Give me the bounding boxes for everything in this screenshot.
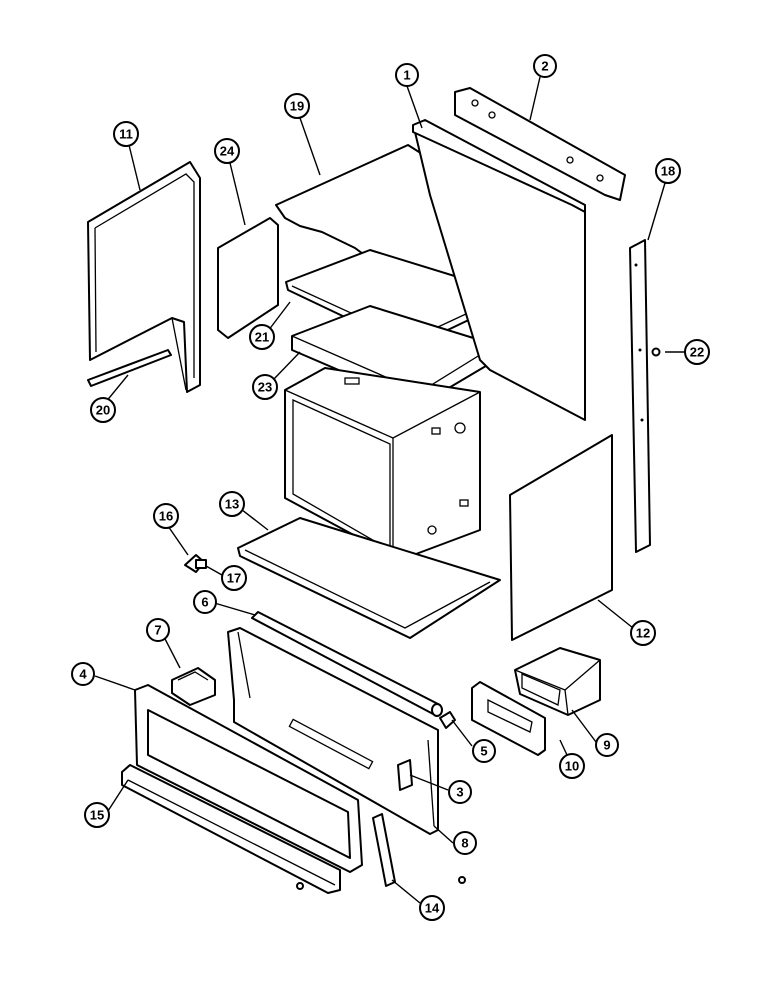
callout-11: 11 (113, 121, 139, 147)
callout-19: 19 (284, 93, 310, 119)
part-18-vertical-trim (629, 239, 651, 553)
part-3-bracket (397, 759, 413, 791)
part-5-switch (439, 711, 456, 729)
callout-4: 4 (71, 662, 95, 686)
svg-text:12: 12 (636, 626, 650, 641)
svg-text:23: 23 (258, 380, 272, 395)
svg-text:11: 11 (119, 127, 133, 142)
part-11-left-side-panel (87, 161, 201, 393)
svg-text:3: 3 (456, 785, 463, 800)
svg-text:9: 9 (603, 738, 610, 753)
svg-text:16: 16 (159, 509, 173, 524)
part-24-insulation-panel (217, 217, 279, 339)
callout-16: 16 (153, 503, 179, 529)
svg-text:7: 7 (154, 623, 161, 638)
part-7-relay (171, 667, 216, 706)
oven-cavity (284, 367, 481, 561)
callout-22: 22 (684, 339, 710, 365)
svg-text:20: 20 (96, 403, 110, 418)
callout-8: 8 (453, 831, 477, 855)
svg-text:2: 2 (541, 59, 548, 74)
part-15-bottom-trim (121, 764, 341, 894)
part-1-rear-bracket (412, 119, 586, 213)
svg-text:24: 24 (220, 144, 235, 159)
part-22-screw (651, 347, 661, 357)
loose-screws (296, 876, 466, 890)
callout-5: 5 (472, 739, 496, 763)
callout-20: 20 (90, 397, 116, 423)
callout-14: 14 (419, 895, 445, 921)
callout-17: 17 (221, 565, 247, 591)
callout-10: 10 (559, 753, 585, 779)
part-14-strip (372, 813, 396, 887)
callout-6: 6 (193, 590, 217, 614)
part-8-control-panel (227, 627, 439, 835)
callout-23: 23 (252, 374, 278, 400)
callout-15: 15 (84, 802, 110, 828)
svg-text:10: 10 (565, 759, 579, 774)
callout-13: 13 (219, 491, 245, 517)
callout-12: 12 (630, 620, 656, 646)
part-9-box (514, 647, 601, 716)
part-20-trim-strip (87, 349, 172, 387)
part-13-bottom-plate (237, 517, 501, 639)
svg-text:22: 22 (690, 345, 704, 360)
svg-text:21: 21 (255, 330, 269, 345)
svg-text:18: 18 (661, 164, 675, 179)
svg-text:1: 1 (403, 68, 410, 83)
svg-text:4: 4 (79, 667, 87, 682)
callout-7: 7 (146, 618, 170, 642)
control-panel-vents (288, 718, 374, 770)
callout-9: 9 (595, 733, 619, 757)
part-10-faceplate (471, 681, 546, 756)
part-12-right-side-panel (509, 434, 613, 641)
svg-text:6: 6 (201, 595, 208, 610)
callout-3: 3 (448, 780, 472, 804)
part-4-door-frame (134, 684, 363, 873)
svg-text:8: 8 (461, 836, 468, 851)
svg-text:15: 15 (90, 808, 104, 823)
svg-text:13: 13 (225, 497, 239, 512)
part-6-tube (251, 611, 443, 717)
svg-text:5: 5 (480, 744, 487, 759)
svg-text:19: 19 (290, 99, 304, 114)
callout-21: 21 (249, 324, 275, 350)
svg-text:17: 17 (227, 571, 241, 586)
callout-1: 1 (395, 63, 419, 87)
callout-18: 18 (655, 158, 681, 184)
callout-2: 2 (533, 54, 557, 78)
callout-24: 24 (214, 138, 240, 164)
leader-lines (94, 76, 685, 904)
svg-text:14: 14 (425, 901, 440, 916)
part-16-17-sensor (184, 554, 207, 573)
part-2-top-rail (454, 87, 626, 201)
